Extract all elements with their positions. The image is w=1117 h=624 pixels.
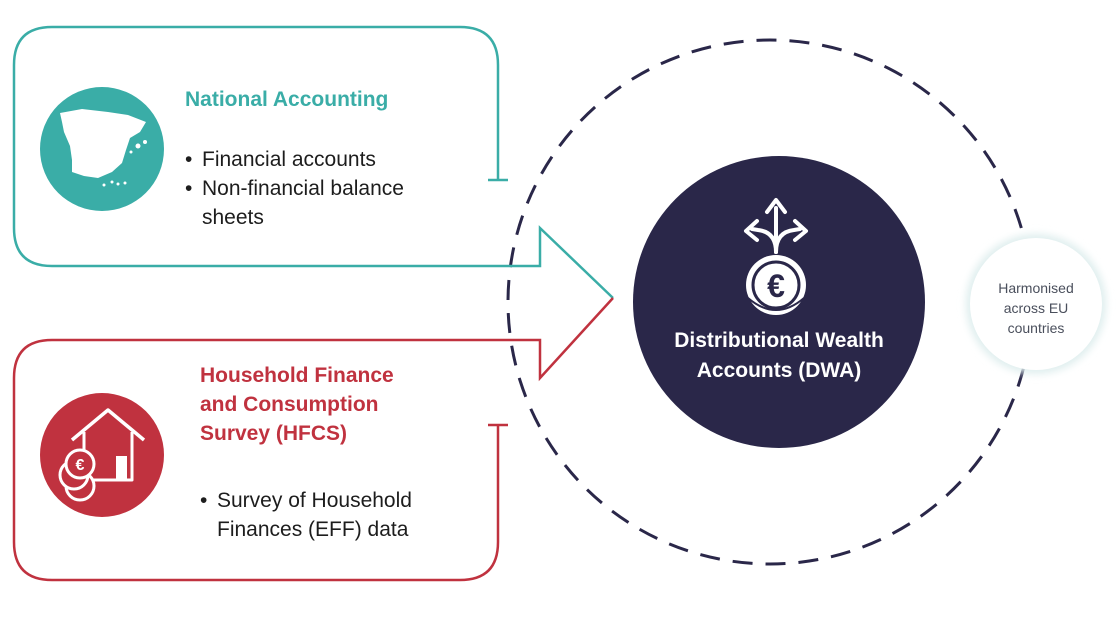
national-accounting-list: Financial accounts Non-financial balance… <box>185 145 470 232</box>
split-arrows-icon <box>744 198 808 254</box>
hfcs-title-line: Survey (HFCS) <box>200 422 348 445</box>
hfcs-title: Household Finance and Consumption Survey… <box>200 361 394 448</box>
harmonised-line: Harmonised <box>998 280 1074 296</box>
national-accounting-title: National Accounting <box>185 88 389 111</box>
harmonised-label: Harmonised across EU countries <box>967 278 1105 338</box>
list-item: Financial accounts <box>185 145 470 174</box>
spain-map-icon <box>60 109 147 187</box>
harmonised-line: across EU <box>1003 300 1069 316</box>
hfcs-title-line: and Consumption <box>200 393 379 416</box>
list-item: Non-financial balance sheets <box>185 174 470 232</box>
house-coins-icon: € <box>58 408 146 502</box>
svg-text:€: € <box>76 457 85 474</box>
national-accounting-box <box>12 25 614 299</box>
hfcs-icon-circle <box>40 393 164 517</box>
list-item: Survey of Household Finances (EFF) data <box>200 486 470 544</box>
dwa-title-line: Accounts (DWA) <box>696 359 862 382</box>
hfcs-list: Survey of Household Finances (EFF) data <box>200 486 470 544</box>
euro-coin-icon: € <box>746 255 806 315</box>
dwa-title-line: Distributional Wealth <box>674 329 884 352</box>
svg-text:€: € <box>767 268 785 304</box>
harmonised-line: countries <box>1007 320 1065 336</box>
dwa-title: Distributional Wealth Accounts (DWA) <box>640 326 918 386</box>
hfcs-box <box>12 297 614 582</box>
hfcs-title-line: Household Finance <box>200 364 394 387</box>
harmonised-bubble <box>970 238 1102 370</box>
